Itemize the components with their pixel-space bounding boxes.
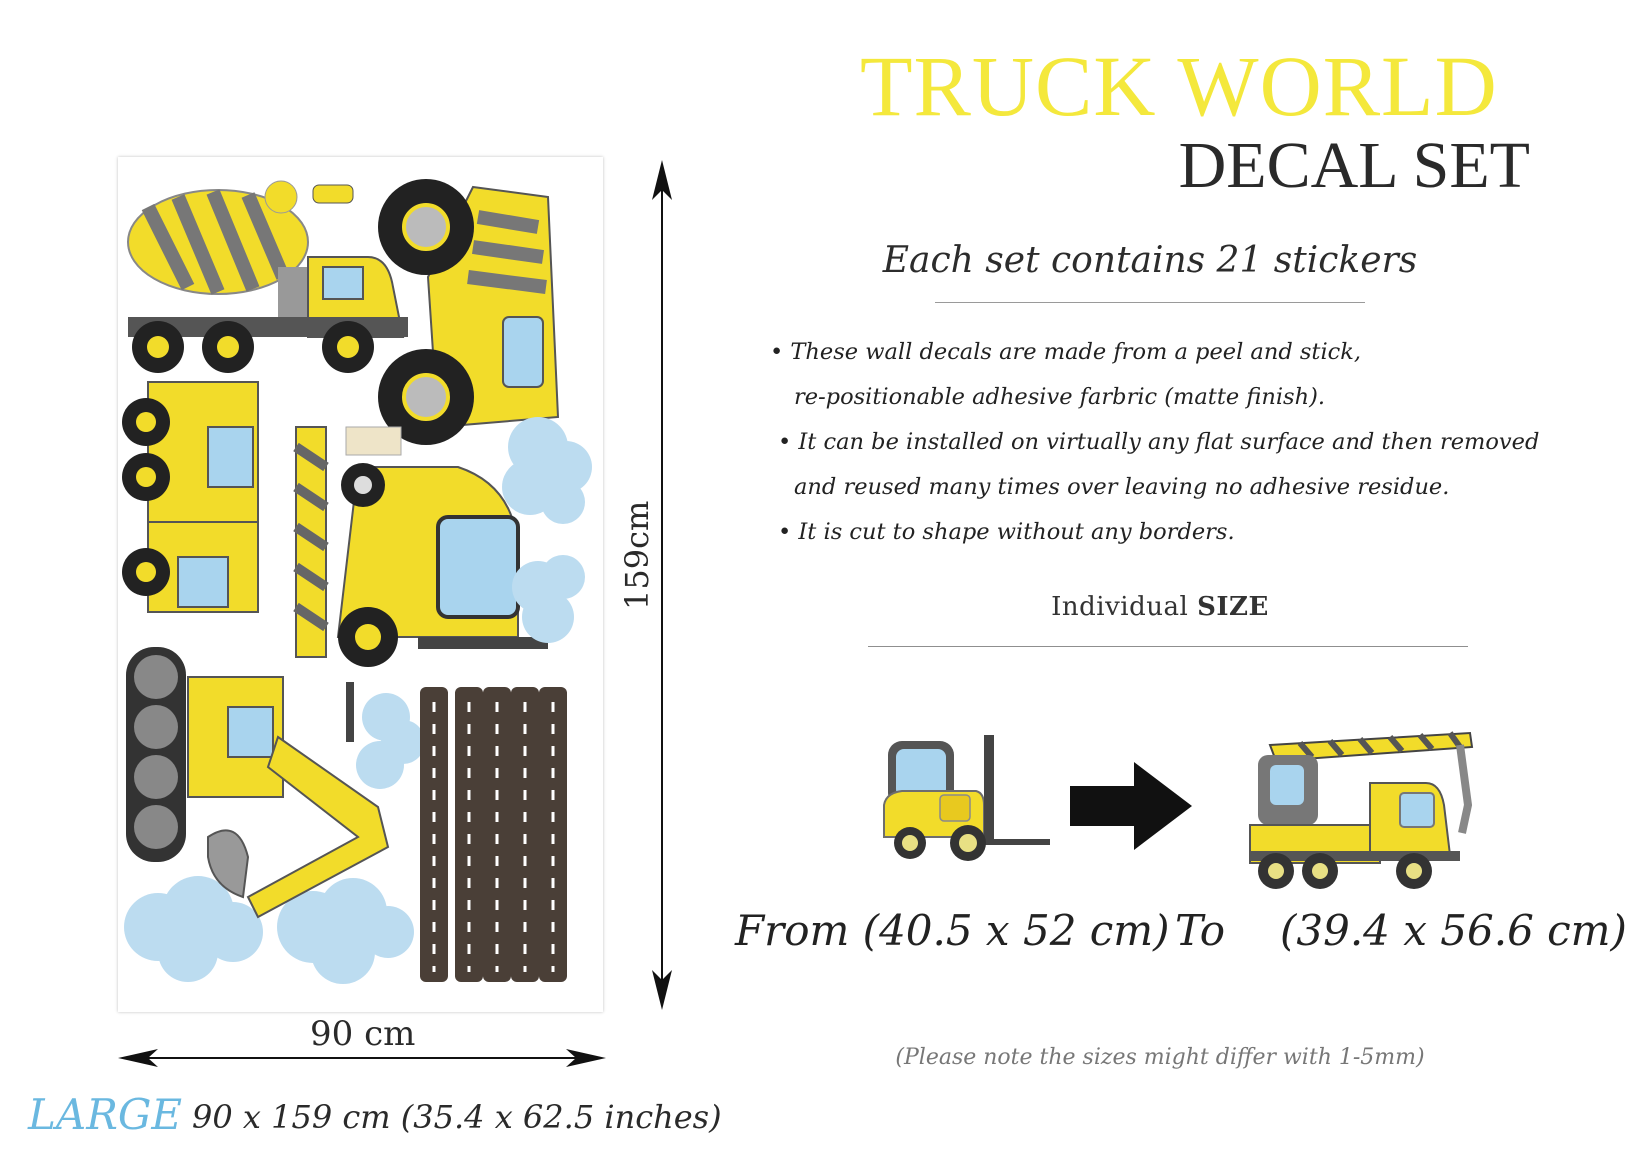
- sticker-sheet: [118, 157, 603, 1012]
- bullet-line: • It is cut to shape without any borders…: [778, 519, 1235, 545]
- height-arrow: [652, 160, 672, 1010]
- subtitle: Each set contains 21 stickers: [882, 240, 1418, 281]
- sticker-sheet-artwork: [122, 179, 592, 984]
- bullet-line: • It can be installed on virtually any f…: [778, 429, 1540, 455]
- cement-mixer-icon: [127, 189, 408, 373]
- size-to-word: To: [1175, 906, 1226, 955]
- road-icon: [420, 687, 567, 982]
- size-to: (39.4 x 56.6 cm): [1280, 906, 1627, 955]
- bullet-line: • These wall decals are made from a peel…: [770, 339, 1362, 365]
- crane-truck-icon: [122, 381, 329, 658]
- size-from: From (40.5 x 52 cm): [735, 906, 1170, 955]
- forklift-icon: [336, 463, 548, 742]
- size-heading-bold: SIZE: [1197, 592, 1269, 622]
- width-arrow: [118, 1049, 606, 1067]
- bullet-line: re-positionable adhesive farbric (matte …: [794, 384, 1326, 410]
- excavator-icon: [126, 647, 390, 919]
- title-sub: DECAL SET: [1178, 129, 1530, 202]
- feature-list: • These wall decals are made from a peel…: [770, 330, 1590, 555]
- size-divider: [868, 646, 1468, 647]
- forklift-icon: [883, 735, 1050, 861]
- size-heading: Individual SIZE: [860, 592, 1460, 622]
- width-label: 90 cm: [310, 1014, 416, 1054]
- crane-truck-icon: [1249, 731, 1474, 889]
- cloud-icon: [124, 417, 592, 984]
- dump-truck-icon: [378, 179, 560, 445]
- size-dimensions: 90 x 159 cm (35.4 x 62.5 inches): [192, 1098, 722, 1136]
- title-main: TRUCK WORLD: [860, 38, 1498, 134]
- bullet-line: and reused many times over leaving no ad…: [794, 474, 1450, 500]
- subtitle-divider: [935, 302, 1365, 303]
- height-label: 159cm: [618, 500, 656, 610]
- arrow-right-icon: [1070, 762, 1192, 850]
- size-note: (Please note the sizes might differ with…: [895, 1045, 1425, 1070]
- size-name: LARGE: [28, 1090, 183, 1139]
- size-heading-prefix: Individual: [1051, 592, 1189, 622]
